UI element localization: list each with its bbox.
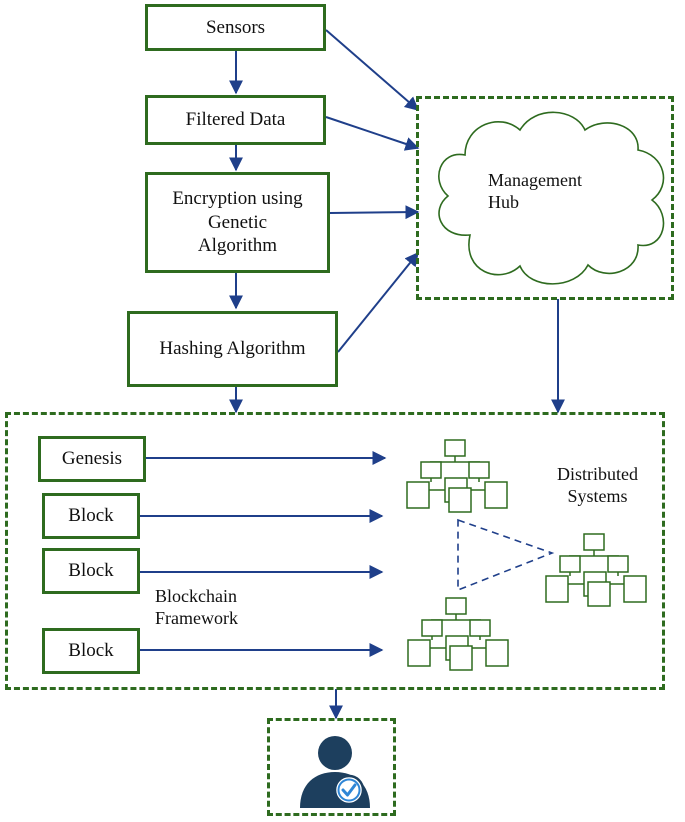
network-node — [406, 481, 430, 509]
network-node — [407, 639, 431, 667]
block-1-label: Block — [68, 505, 114, 527]
encryption-label-line-1: Encryption using — [172, 187, 303, 209]
user-frame — [267, 718, 396, 816]
arrow-encryption-to-hub — [329, 205, 420, 220]
network-node — [448, 487, 472, 513]
block-2: Block — [42, 548, 140, 594]
sensors-box: Sensors — [145, 4, 326, 51]
sensors-label: Sensors — [205, 16, 266, 38]
block-3-label: Block — [68, 640, 114, 662]
encryption-box: Encryption using Genetic Algorithm — [145, 172, 330, 273]
hierarchy-network-icon — [407, 597, 509, 671]
blockchain-frame — [5, 412, 665, 690]
blockchain-framework-label: Blockchain Framework — [155, 586, 238, 628]
hashing-label: Hashing Algorithm — [159, 338, 306, 360]
encryption-label-line-3: Algorithm — [197, 235, 278, 257]
network-node — [587, 581, 611, 607]
block-3: Block — [42, 628, 140, 674]
distributed-systems-label: Distributed Systems — [557, 464, 638, 506]
genesis-block: Genesis — [38, 436, 146, 482]
network-node — [449, 645, 473, 671]
arrow-filtered-to-hub — [325, 116, 420, 151]
management-hub-frame — [416, 96, 674, 300]
hierarchy-network-icon — [406, 439, 508, 513]
user-verified-icon — [300, 736, 370, 808]
block-2-label: Block — [68, 560, 114, 582]
network-node — [545, 575, 569, 603]
genesis-label: Genesis — [61, 448, 123, 470]
arrow-sensors-to-hub — [325, 29, 420, 111]
network-node — [485, 639, 509, 667]
block-1: Block — [42, 493, 140, 539]
network-node — [484, 481, 508, 509]
filtered-data-label: Filtered Data — [185, 109, 286, 131]
hierarchy-network-icon — [545, 533, 647, 607]
encryption-label-line-2: Genetic — [207, 211, 268, 233]
hashing-box: Hashing Algorithm — [127, 311, 338, 387]
arrow-hashing-to-hub — [337, 251, 419, 353]
cloud-icon — [438, 111, 665, 285]
filtered-data-box: Filtered Data — [145, 95, 326, 145]
distribution-triangle — [457, 518, 555, 592]
network-node — [623, 575, 647, 603]
management-hub-label: Management Hub — [488, 170, 582, 212]
